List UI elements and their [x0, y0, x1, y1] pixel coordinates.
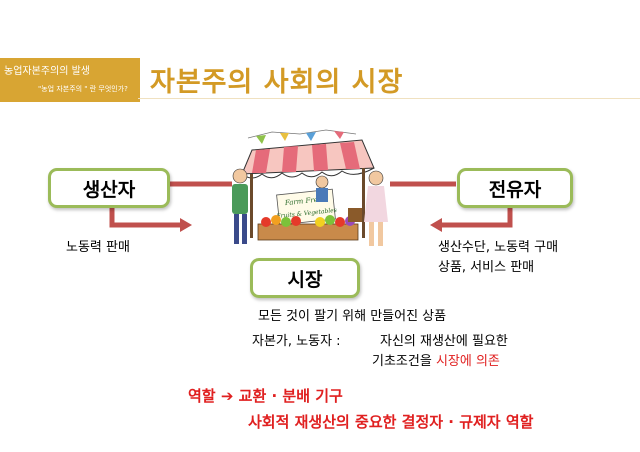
market-desc-2-lead: 자본가, 노동자 :	[252, 334, 341, 349]
market-label: 시장	[287, 268, 323, 291]
producer-label: 생산자	[82, 178, 136, 201]
market-stall-illustration: Farm Fresh Fruits & Vegetables	[232, 129, 388, 246]
market-desc-1: 모든 것이 팔기 위해 만들어진 상품	[258, 309, 447, 324]
role-text-1: 교환 · 분배 기구	[238, 387, 343, 405]
section-subtitle: "농업 자본주의 " 란 무엇인가?	[38, 85, 128, 93]
role-line-2: 사회적 재생산의 중요한 결정자 · 규제자 역할	[248, 413, 534, 431]
section-banner: 농업자본주의의 발생 "농업 자본주의 " 란 무엇인가?	[0, 58, 140, 102]
owner-note-line2: 상품, 서비스 판매	[438, 260, 535, 275]
market-desc-3: 기초조건을 시장에 의존	[372, 350, 500, 369]
producer-note: 노동력 판매	[66, 240, 130, 255]
market-desc-3-pre: 기초조건을	[372, 354, 432, 369]
owner-label: 전유자	[488, 178, 542, 201]
owner-note-line1: 생산수단, 노동력 구매	[438, 240, 559, 255]
market-desc-2-rest: 자신의 재생산에 필요한	[380, 334, 508, 349]
section-title: 농업자본주의의 발생	[4, 66, 90, 77]
role-label: 역할	[188, 387, 216, 405]
producer-box: 생산자	[48, 168, 170, 208]
role-arrow-icon: ➔	[220, 387, 234, 405]
market-box: 시장	[250, 258, 360, 298]
title-divider	[138, 98, 640, 99]
owner-box: 전유자	[457, 168, 573, 208]
market-desc-3-emphasis: 시장에 의존	[435, 354, 500, 369]
role-line-1: 역할 ➔ 교환 · 분배 기구	[188, 385, 343, 406]
page-title: 자본주의 사회의 시장	[150, 67, 404, 98]
